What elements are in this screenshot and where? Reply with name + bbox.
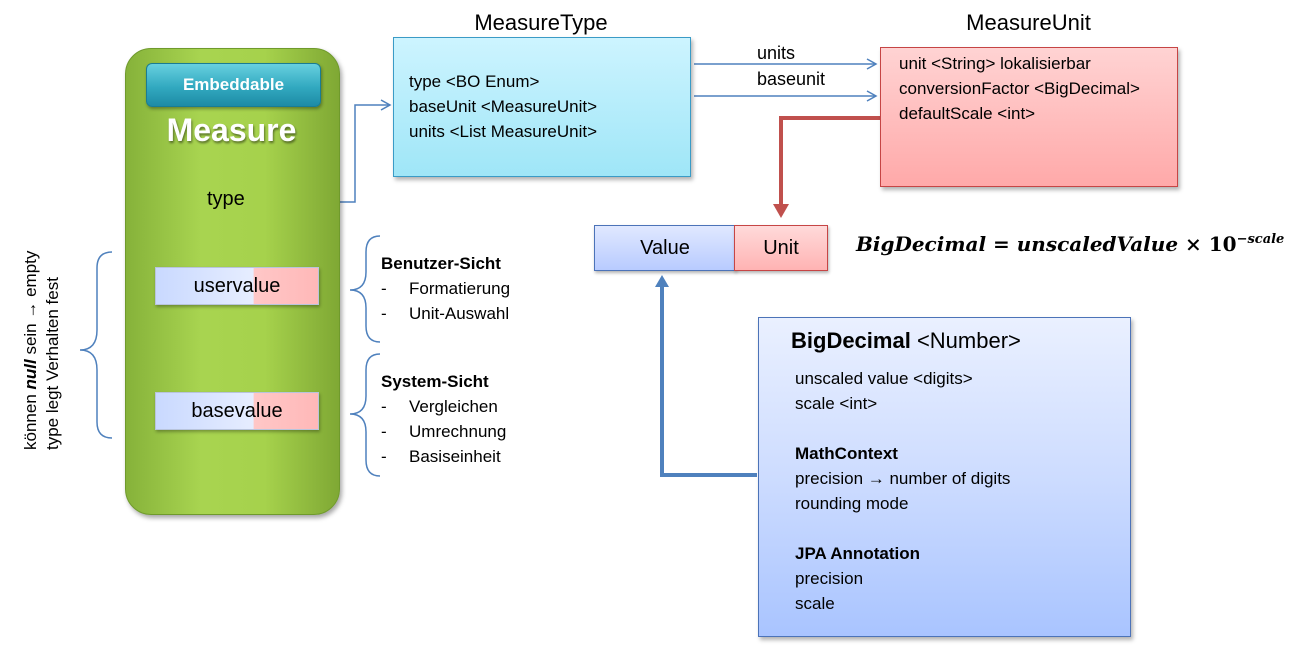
benutzer-brace bbox=[349, 235, 381, 343]
benutzer-item-formatierung: -Formatierung bbox=[381, 279, 511, 298]
units-edge-label: units bbox=[757, 43, 796, 63]
null-note-line2: type legt Verhalten fest bbox=[43, 277, 62, 450]
bigdecimal-field-unscaled: unscaled value <digits> bbox=[795, 369, 973, 388]
measuretype-field-baseunit: baseUnit <MeasureUnit> bbox=[409, 97, 598, 116]
mathcontext-precision: precision → number of digits bbox=[795, 469, 1011, 488]
measureunit-field-defaultscale: defaultScale <int> bbox=[899, 104, 1036, 123]
jpa-precision: precision bbox=[795, 569, 864, 588]
measureunit-title: MeasureUnit bbox=[966, 10, 1091, 35]
embeddable-badge: Embeddable bbox=[146, 63, 321, 107]
measuretype-field-units: units <List MeasureUnit> bbox=[409, 122, 598, 141]
basevalue-field: basevalue bbox=[155, 392, 319, 430]
system-brace bbox=[349, 353, 381, 477]
measureunit-to-unit-arrow bbox=[773, 116, 880, 218]
measureunit-field-conversionfactor: conversionFactor <BigDecimal> bbox=[899, 79, 1140, 98]
system-item-umrechnung: -Umrechnung bbox=[381, 422, 507, 441]
measure-type-field: type bbox=[207, 188, 245, 210]
benutzer-sicht-heading: Benutzer-Sicht bbox=[381, 254, 501, 273]
jpa-annotation-heading: JPA Annotation bbox=[795, 544, 920, 563]
measureunit-box bbox=[880, 47, 1178, 187]
bigdecimal-formula: BigDecimal = unscaledValue × 10−scale bbox=[856, 232, 1285, 256]
jpa-scale: scale bbox=[795, 594, 835, 613]
system-item-basiseinheit: -Basiseinheit bbox=[381, 447, 501, 466]
measureunit-field-unit: unit <String> lokalisierbar bbox=[899, 54, 1091, 73]
value-box: Value bbox=[594, 225, 736, 271]
system-item-vergleichen: -Vergleichen bbox=[381, 397, 498, 416]
uservalue-field: uservalue bbox=[155, 267, 319, 305]
measuretype-title: MeasureType bbox=[474, 10, 608, 35]
measuretype-field-type: type <BO Enum> bbox=[409, 72, 540, 91]
unit-box: Unit bbox=[734, 225, 828, 271]
mathcontext-heading: MathContext bbox=[795, 444, 898, 463]
mathcontext-rounding: rounding mode bbox=[795, 494, 909, 513]
measuretype-box bbox=[393, 37, 691, 177]
measure-title: Measure bbox=[166, 112, 297, 148]
null-note-line1: können null sein → empty bbox=[21, 250, 40, 450]
benutzer-item-unit-auswahl: -Unit-Auswahl bbox=[381, 304, 510, 323]
bigdecimal-to-value-arrow bbox=[655, 275, 757, 477]
bigdecimal-title: BigDecimal <Number> bbox=[791, 328, 1021, 353]
bigdecimal-field-scale: scale <int> bbox=[795, 394, 878, 413]
system-sicht-heading: System-Sicht bbox=[381, 372, 489, 391]
baseunit-edge-label: baseunit bbox=[757, 69, 826, 89]
left-brace bbox=[79, 251, 113, 439]
bigdecimal-box bbox=[758, 317, 1131, 637]
